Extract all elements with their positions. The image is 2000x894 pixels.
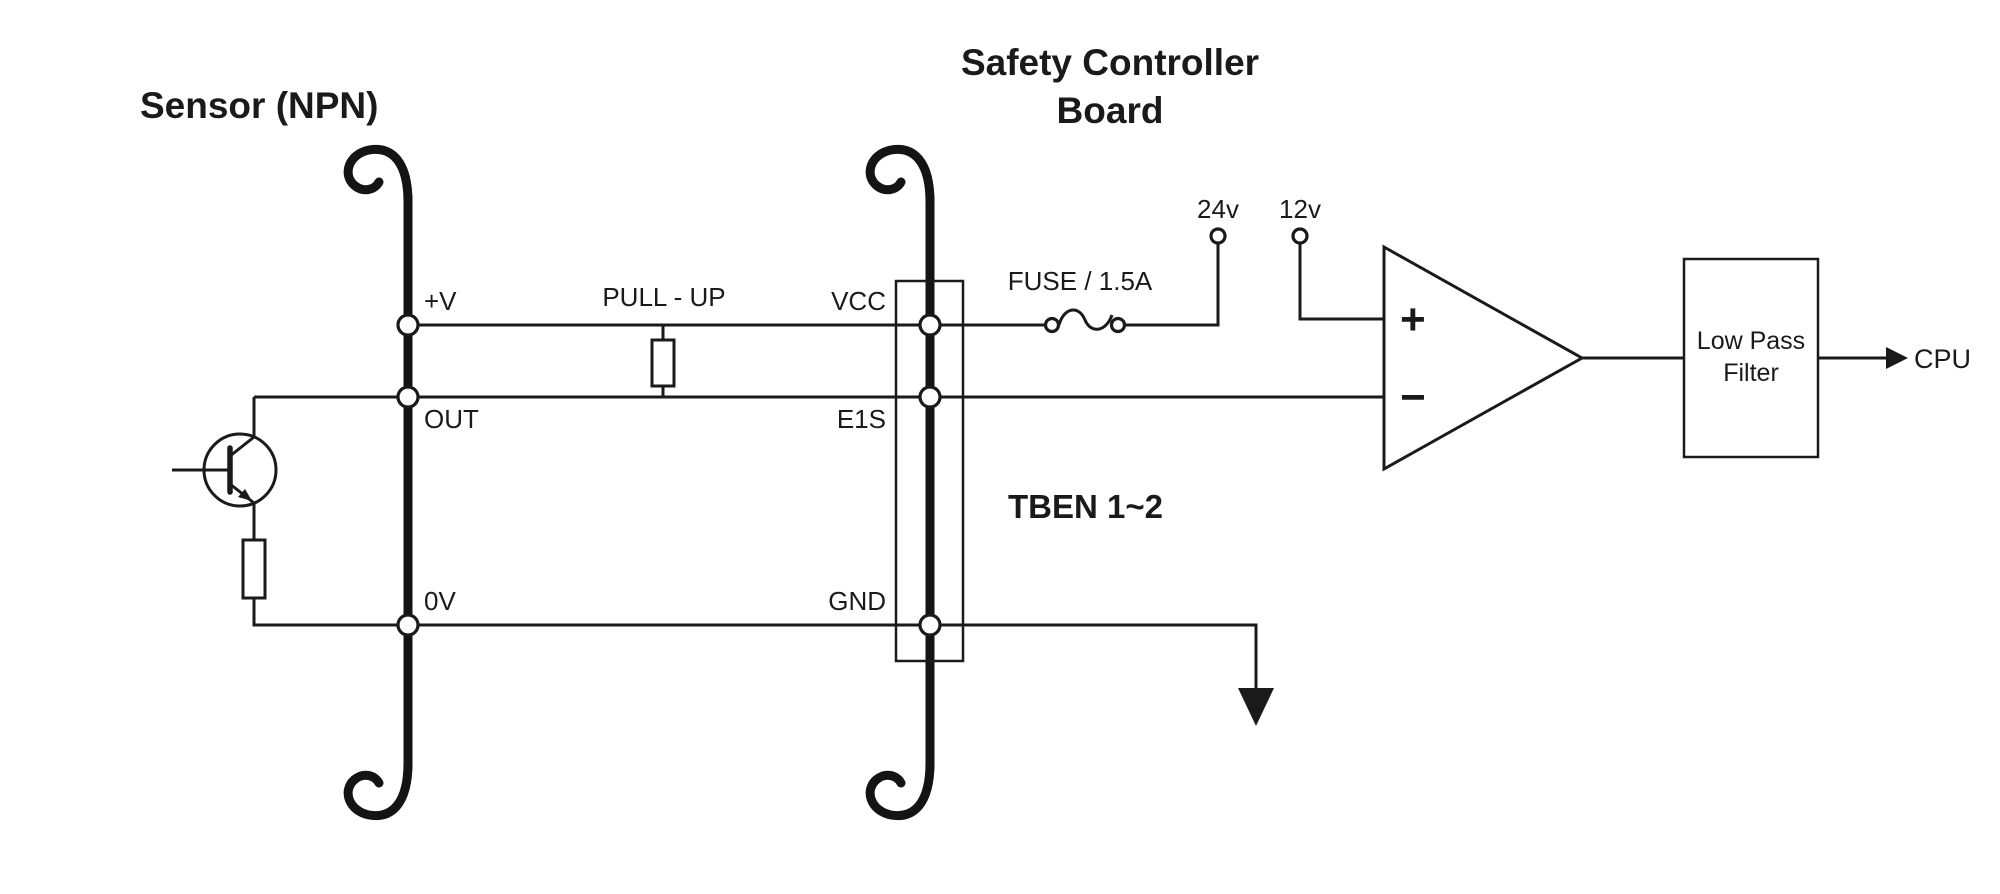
pin-label-vplus: +V <box>424 286 457 316</box>
controller-title-line1: Safety Controller <box>961 42 1259 83</box>
cpu-label: CPU <box>1914 344 1971 374</box>
controller-cable-top-hook <box>865 144 935 207</box>
emitter-resistor <box>241 538 267 600</box>
rail-12v-terminal <box>1291 227 1309 245</box>
pin-label-e1s: E1S <box>837 404 886 434</box>
rail-12v-label: 12v <box>1279 194 1321 224</box>
pullup-resistor <box>650 338 676 388</box>
low-pass-filter-box <box>1682 257 1820 459</box>
fuse-element <box>1057 308 1114 331</box>
transistor-emitter-lead <box>229 482 256 540</box>
comparator-body <box>1382 244 1586 472</box>
sensor-0v-terminal <box>396 613 420 637</box>
rail-24v-terminal <box>1209 227 1227 245</box>
lpf-label-line1: Low Pass <box>1697 327 1805 355</box>
sensor-title: Sensor (NPN) <box>140 85 378 126</box>
fuse-label: FUSE / 1.5A <box>1008 266 1153 296</box>
fuse-right-terminal <box>1109 316 1127 334</box>
connector-label-tben: TBEN 1~2 <box>1008 488 1163 525</box>
pin-label-gnd: GND <box>828 586 886 616</box>
controller-vcc-terminal <box>918 313 942 337</box>
comparator-minus-sign: − <box>1400 373 1426 422</box>
connector-box <box>894 279 965 663</box>
rail-12v-wire <box>1298 243 1384 321</box>
comparator-plus-sign: + <box>1400 295 1426 344</box>
transistor-collector-lead <box>229 397 256 458</box>
vcc-wire-to-24v <box>1125 243 1220 327</box>
controller-title-line2: Board <box>1057 90 1164 131</box>
pin-label-out: OUT <box>424 404 479 434</box>
controller-e1s-terminal <box>918 385 942 409</box>
transistor-emitter-arrow-icon <box>238 489 252 501</box>
pin-label-vcc: VCC <box>831 286 886 316</box>
sensor-vplus-terminal <box>396 313 420 337</box>
rail-24v-label: 24v <box>1197 194 1239 224</box>
sensor-cable-bottom-hook <box>343 758 413 821</box>
fuse-left-terminal <box>1043 316 1061 334</box>
controller-gnd-terminal <box>918 613 942 637</box>
cpu-arrow-icon <box>1886 347 1908 369</box>
controller-cable-bottom-hook <box>865 758 935 821</box>
sensor-out-terminal <box>396 385 420 409</box>
ground-wire <box>252 598 1258 688</box>
pullup-label: PULL - UP <box>602 282 725 312</box>
sensor-cable-top-hook <box>343 144 413 207</box>
lpf-label-line2: Filter <box>1723 359 1779 387</box>
ground-arrow-icon <box>1238 688 1274 726</box>
pin-label-0v: 0V <box>424 586 456 616</box>
